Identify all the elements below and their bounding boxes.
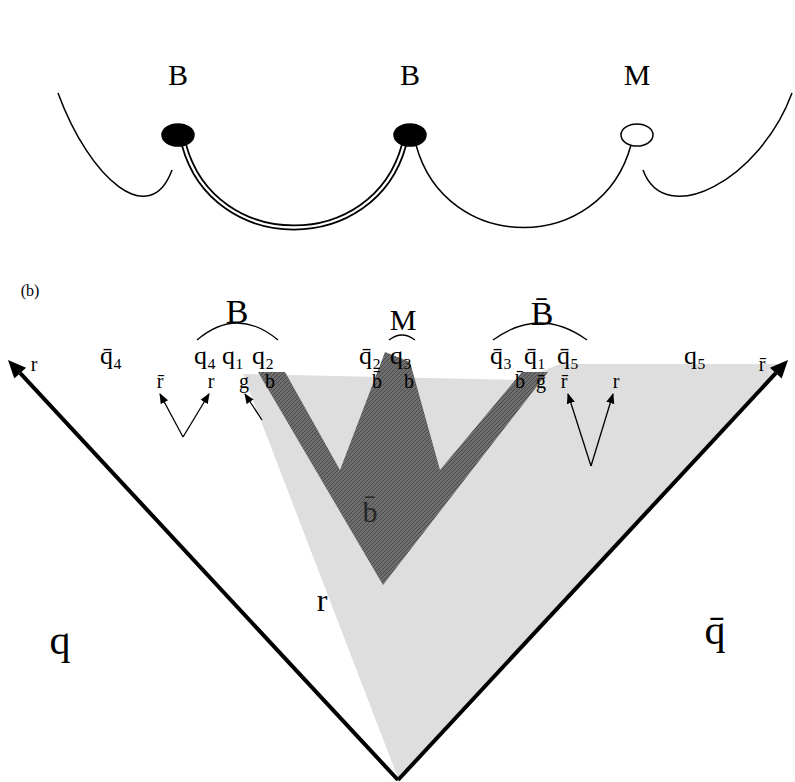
pair-arrow (591, 394, 613, 466)
string-region (243, 364, 786, 778)
diquark-region (258, 352, 548, 585)
string-arc (643, 93, 792, 196)
hadron-ellipse (619, 122, 655, 148)
physics-label: r̄ (759, 354, 766, 374)
physics-label: q̄₃ (490, 343, 512, 369)
quark-line (20, 373, 398, 780)
hadron-ellipse (160, 122, 196, 148)
hadron-bracket (389, 335, 415, 340)
pair-arrow (183, 394, 209, 437)
physics-label: q̄₄ (100, 343, 122, 369)
panel-label: (b) (21, 283, 40, 299)
physics-label: ḡ (536, 371, 546, 391)
physics-label: q (50, 619, 71, 661)
physics-label: q₂ (252, 343, 274, 369)
physics-label: b̄ (515, 371, 525, 391)
string-arc (58, 93, 172, 196)
physics-label: r (317, 584, 328, 616)
physics-label: r̄ (157, 371, 164, 391)
connector-line (416, 145, 631, 228)
diquark-string (184, 145, 404, 228)
physics-label: B̄ (531, 297, 554, 331)
antiquark-line (398, 373, 776, 780)
physics-label: q̄₅ (557, 343, 579, 369)
physics-label: q̄ (705, 609, 726, 651)
physics-label: b̄ (372, 371, 382, 391)
grey-edge-arrow (245, 394, 262, 420)
physics-label: b (404, 371, 414, 391)
physics-label: r (613, 371, 620, 391)
hadron-node: B (392, 58, 428, 148)
physics-label: g (239, 371, 249, 391)
hadron-label: M (620, 58, 655, 92)
physics-label: b (265, 371, 275, 391)
string-arc (416, 145, 631, 228)
connector-inner (184, 145, 404, 228)
physics-label: r (208, 371, 215, 391)
physics-label: q₁ (222, 343, 244, 369)
physics-label: q̄₁ (524, 343, 546, 369)
physics-label: q₅ (684, 343, 706, 369)
connector-line (184, 145, 404, 228)
arrow-head (770, 360, 788, 379)
physics-label: r (31, 354, 38, 374)
hadron-node: M (619, 58, 655, 148)
physics-label: b̄ (363, 497, 378, 527)
physics-label: q₃ (390, 343, 412, 369)
hadron-node: B (160, 58, 196, 148)
physics-label: M (390, 305, 417, 335)
physics-label: q₄ (194, 343, 216, 369)
physics-label: B (226, 295, 249, 329)
hadron-label: B (164, 58, 192, 92)
hadron-label: B (396, 58, 424, 92)
pair-arrow (160, 394, 183, 437)
physics-label: q̄₂ (359, 343, 381, 369)
arrow-head (8, 360, 26, 379)
hadron-ellipse (392, 122, 428, 148)
physics-label: r̄ (561, 371, 568, 391)
pair-arrow (568, 394, 591, 466)
